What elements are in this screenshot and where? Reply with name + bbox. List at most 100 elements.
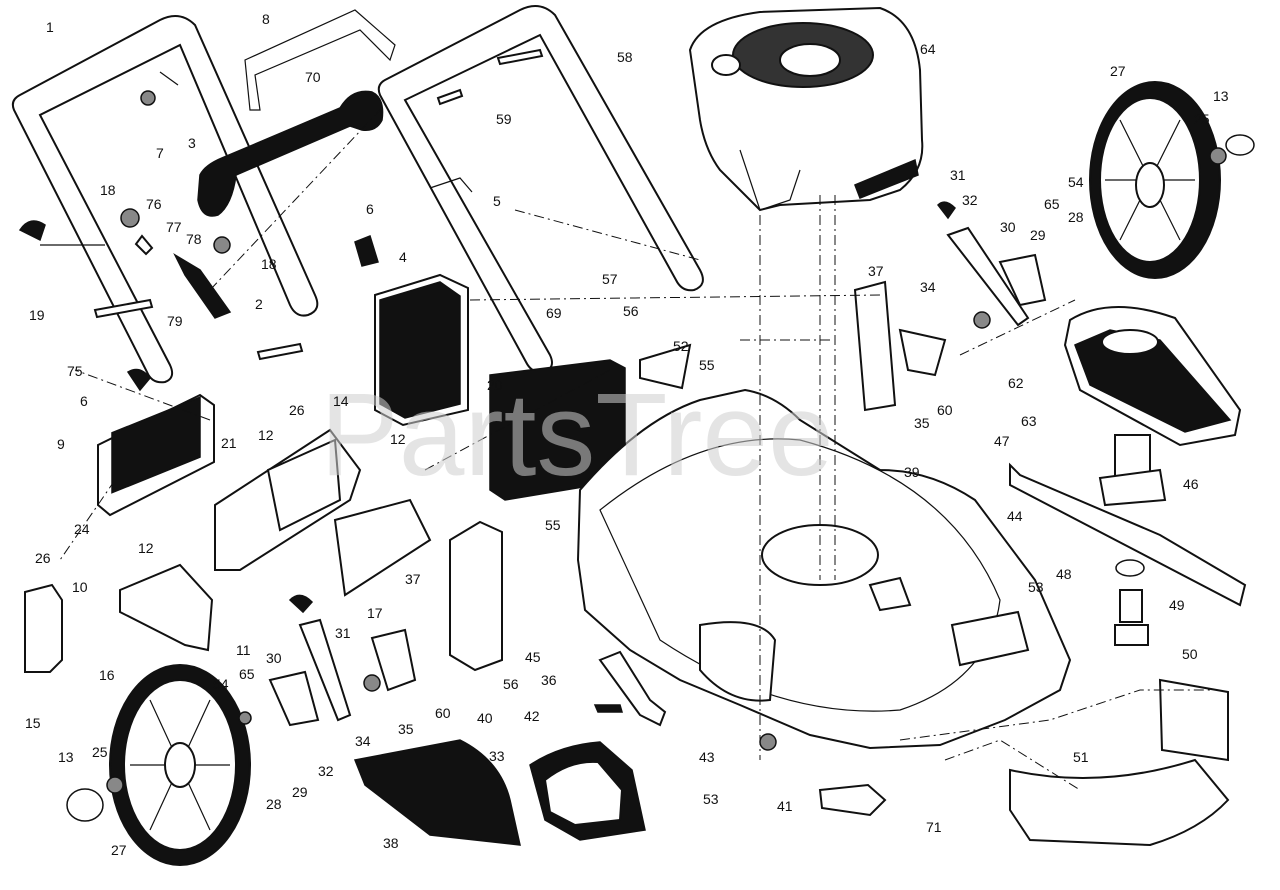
rear-skirt (1009, 678, 1230, 847)
callout-18: 18 (100, 182, 116, 198)
bag-frame-9 (97, 393, 215, 517)
callout-42: 42 (524, 708, 540, 724)
callout-76: 76 (146, 196, 162, 212)
callout-62: 62 (1008, 375, 1024, 391)
callout-12: 12 (138, 540, 154, 556)
callout-1: 1 (46, 19, 54, 35)
callout-47: 47 (994, 433, 1010, 449)
callout-39: 39 (904, 464, 920, 480)
callout-30: 30 (1000, 219, 1016, 235)
callout-15: 15 (25, 715, 41, 731)
callout-24: 24 (74, 521, 90, 537)
handle-hardware (18, 48, 544, 392)
callout-78: 78 (186, 231, 202, 247)
callout-27: 27 (1110, 63, 1126, 79)
callout-26: 26 (289, 402, 305, 418)
callout-11: 11 (236, 642, 251, 658)
lower-handle-58 (377, 5, 704, 374)
bag-frame-parts (374, 273, 692, 501)
handle-brace-8 (244, 9, 396, 111)
callout-36: 36 (541, 672, 557, 688)
callout-25: 25 (1194, 111, 1210, 127)
rear-door-parts (353, 739, 646, 846)
callout-6: 6 (366, 201, 374, 217)
callout-10: 10 (72, 579, 88, 595)
callout-51: 51 (1073, 749, 1089, 765)
callout-52: 52 (673, 338, 689, 354)
callout-16: 16 (99, 667, 115, 683)
mulch-plug-62 (1063, 306, 1242, 447)
wheel-right (1089, 81, 1255, 279)
front-axle-parts (449, 520, 887, 817)
callout-41: 41 (777, 798, 793, 814)
callout-27: 27 (111, 842, 127, 858)
mower-deck (576, 388, 1072, 750)
callout-60: 60 (937, 402, 953, 418)
callout-54: 54 (1068, 174, 1084, 190)
callout-79: 79 (167, 313, 183, 329)
callout-35: 35 (398, 721, 414, 737)
callout-56: 56 (623, 303, 639, 319)
callout-58: 58 (617, 49, 633, 65)
watermark: PartsTree (320, 369, 834, 501)
callout-3: 3 (188, 135, 196, 151)
callout-33: 33 (489, 748, 505, 764)
callout-29: 29 (292, 784, 308, 800)
callout-38: 38 (383, 835, 399, 851)
callout-37: 37 (868, 263, 884, 279)
callout-21: 21 (221, 435, 237, 451)
callout-37: 37 (405, 571, 421, 587)
callout-34: 34 (355, 733, 371, 749)
callout-75: 75 (67, 363, 83, 379)
callout-35: 35 (914, 415, 930, 431)
callout-32: 32 (318, 763, 334, 779)
callout-14: 14 (333, 393, 349, 409)
callout-53: 53 (703, 791, 719, 807)
callout-12: 12 (390, 431, 406, 447)
callout-28: 28 (266, 796, 282, 812)
height-adjuster-right (853, 201, 1047, 412)
callout-43: 43 (699, 749, 715, 765)
callout-49: 49 (1169, 597, 1185, 613)
callout-55: 55 (699, 357, 715, 373)
callout-32: 32 (962, 192, 978, 208)
callout-71: 71 (926, 819, 942, 835)
callout-70: 70 (305, 69, 321, 85)
callout-48: 48 (1056, 566, 1072, 582)
callout-63: 63 (1021, 413, 1037, 429)
callout-34: 34 (920, 279, 936, 295)
handle-grip-70 (197, 90, 384, 217)
wheel-left (66, 664, 251, 866)
callout-54: 54 (213, 676, 229, 692)
callout-59: 59 (496, 111, 512, 127)
callout-44: 44 (1007, 508, 1023, 524)
callout-50: 50 (1182, 646, 1198, 662)
callout-5: 5 (493, 193, 501, 209)
callout-4: 4 (399, 249, 407, 265)
callout-30: 30 (266, 650, 282, 666)
assembly-lines (59, 109, 1210, 791)
callout-69: 69 (546, 305, 562, 321)
callout-25: 25 (92, 744, 108, 760)
callout-20: 20 (487, 377, 503, 393)
callout-65: 65 (1044, 196, 1060, 212)
callout-40: 40 (477, 710, 493, 726)
callout-65: 65 (239, 666, 255, 682)
callout-26: 26 (35, 550, 51, 566)
upper-handle-left (11, 15, 319, 384)
callout-28: 28 (1068, 209, 1084, 225)
callout-19: 19 (29, 307, 45, 323)
callout-31: 31 (950, 167, 966, 183)
callout-46: 46 (1183, 476, 1199, 492)
callout-7: 7 (156, 145, 164, 161)
callout-57: 57 (602, 271, 618, 287)
callout-8: 8 (262, 11, 270, 27)
callout-53: 53 (1028, 579, 1044, 595)
callout-13: 13 (58, 749, 74, 765)
callout-29: 29 (1030, 227, 1046, 243)
callout-55: 55 (545, 517, 561, 533)
callout-60: 60 (435, 705, 451, 721)
height-adjuster-left (238, 594, 417, 727)
